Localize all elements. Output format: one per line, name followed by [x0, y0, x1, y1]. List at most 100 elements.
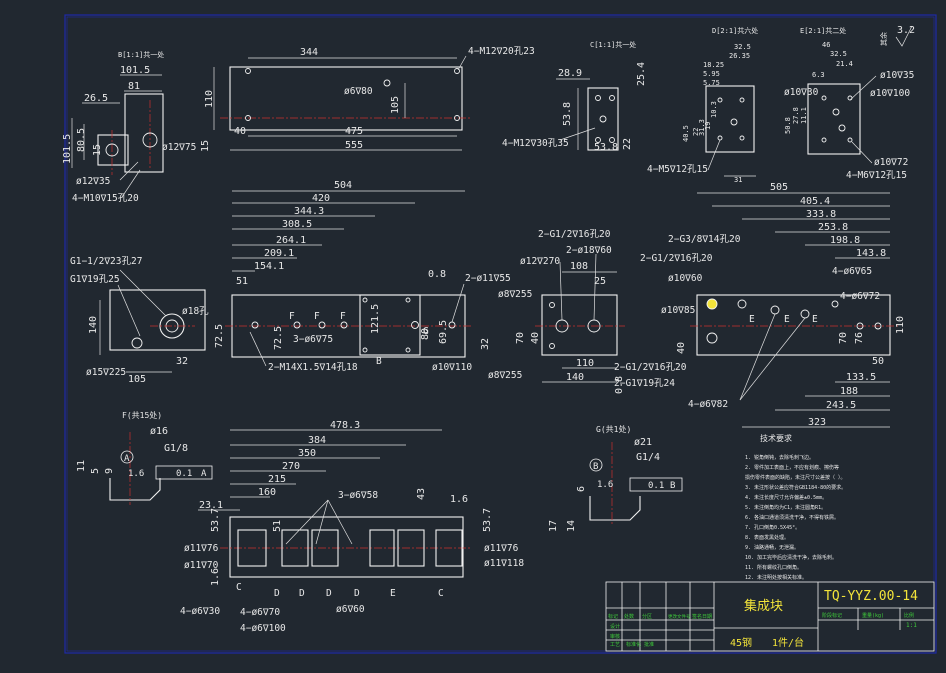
front-dim-308-5: 308.5	[282, 219, 312, 230]
front-hole-18: ø18孔	[182, 306, 209, 317]
title-header-stage: 阶段标记	[822, 612, 842, 619]
note-line-6: 5. 未注倒角均为C1，未注圆角R1。	[745, 504, 826, 511]
note-line-10: 9. 油路通畅，无泄漏。	[745, 544, 799, 551]
front-port-g1-1-2: G1−1/2∇23孔27	[70, 256, 142, 267]
front-dim-420: 420	[312, 193, 330, 204]
side-holes-2-18-60: 2−ø18∇60	[566, 245, 612, 256]
e-dim-6-3: 6.3	[812, 71, 825, 79]
view-d: D[2:1]共六处 32.5 26.35 18.25 5.95 5.75 40.…	[647, 26, 758, 184]
right-holes-4-6-82: 4−ø6∇82	[688, 399, 728, 410]
note-line-8: 7. 孔口倒角0.5X45°。	[745, 524, 800, 531]
title-row-standard: 标准化	[626, 641, 641, 648]
d-dim-10-3: 10.3	[710, 101, 718, 118]
f-dim-g1-8: G1/8	[164, 443, 188, 454]
sheet-border	[64, 14, 937, 654]
f-dim-1-6: 1.6	[128, 469, 144, 479]
bottom-label-d-2: D	[299, 588, 305, 599]
f-tol-value: 0.1	[176, 469, 192, 479]
g-dim-21: ø21	[634, 437, 652, 448]
right-dim-133-5: 133.5	[846, 372, 876, 383]
bottom-dim-1-6-l: 1.6	[210, 568, 221, 586]
bottom-dim-384: 384	[308, 435, 326, 446]
e-dim-21-4: 21.4	[836, 60, 853, 68]
notes-heading: 技术要求	[760, 433, 792, 443]
d-dim-31-3: 31.3	[698, 119, 706, 136]
view-detail-g: G(共1处) ø21 G1/4 6 1.6 0.1 B 17 14 B	[548, 424, 683, 532]
f-datum: A	[124, 454, 130, 464]
top-dim-15: 15	[200, 140, 211, 152]
bottom-holes-4-6-70: 4−ø6∇70	[240, 607, 280, 618]
roughness-value: 3.2	[897, 25, 915, 36]
note-line-5: 4. 未注长度尺寸允许偏差±0.5mm。	[745, 494, 827, 501]
f-dim-16: ø16	[150, 426, 168, 437]
f-datum-ref: A	[201, 469, 207, 479]
view-e: E[2:1]共二处 46 32.5 21.4 6.3 50.8 27.8 11.…	[784, 26, 914, 181]
front-hole-15-225: ø15∇225	[86, 367, 126, 378]
bottom-dim-478-3: 478.3	[330, 420, 360, 431]
front-port-g1: G1∇19孔25	[70, 274, 120, 285]
right-dim-188: 188	[840, 386, 858, 397]
g-dim-1-6: 1.6	[597, 480, 613, 490]
d-dim-5-95: 5.95	[703, 70, 720, 78]
right-dim-323: 323	[808, 417, 826, 428]
bottom-dim-51: 51	[272, 520, 283, 532]
bottom-dim-270: 270	[282, 461, 300, 472]
side-dim-40: 40	[530, 332, 541, 344]
front-dim-504: 504	[334, 180, 352, 191]
right-dim-405-4: 405.4	[800, 196, 830, 207]
e-thread: 4−M6∇12孔15	[846, 170, 907, 181]
front-dim-209-1: 209.1	[264, 248, 294, 259]
bottom-dim-1-6: 1.6	[450, 494, 468, 505]
g-datum: B	[593, 462, 598, 472]
b1-dim-101-5: 101.5	[120, 65, 150, 76]
front-thread-m14: 2−M14X1.5∇14孔18	[268, 362, 358, 373]
c-dim-28-9: 28.9	[558, 68, 582, 79]
b1-dim-80-5: 80.5	[76, 128, 87, 152]
side-dim-25: 25	[594, 276, 606, 287]
view-side: ø12∇270 2−G1/2∇16孔20 2−ø18∇60 ø8∇255 108…	[488, 229, 687, 394]
front-dim-121-5: 121.5	[370, 304, 381, 334]
title-row-process: 工艺	[610, 642, 620, 648]
c-dim-53-8-h: 53.8	[594, 142, 618, 153]
side-hole-8-255-top: ø8∇255	[498, 289, 532, 300]
e-dim-32-5: 32.5	[830, 50, 847, 58]
bottom-dim-215: 215	[268, 474, 286, 485]
front-dim-140: 140	[88, 316, 99, 334]
g-tol-value: 0.1	[648, 481, 664, 491]
b1-hole-12-35: ø12∇35	[76, 176, 110, 187]
right-label-e-2: E	[784, 314, 790, 325]
title-part-name: 集成块	[744, 598, 783, 614]
front-dim-154-1: 154.1	[254, 261, 284, 272]
note-line-12: 11. 所有螺纹孔口倒角。	[745, 564, 802, 571]
title-label-count: 处数	[624, 613, 634, 620]
note-line-4: 3. 未注形状公差应符合GB1184-80的要求。	[745, 484, 846, 491]
right-dim-333-8: 333.8	[806, 209, 836, 220]
d-dim-18-25: 18.25	[703, 61, 724, 69]
title-label-zone: 分区	[642, 613, 652, 620]
view-e-title: E[2:1]共二处	[800, 26, 846, 35]
note-line-2: 2. 零件加工表面上，不应有划痕、擦伤等	[745, 464, 839, 471]
bottom-hole-11-76-l: ø11∇76	[184, 543, 219, 554]
right-dim-253-8: 253.8	[818, 222, 848, 233]
view-c-title: C[1:1]共一处	[590, 40, 636, 49]
top-hole-6-80: ø6∇80	[344, 86, 373, 97]
top-dim-344: 344	[300, 47, 318, 58]
note-line-3: 损伤零件表面的缺陷，未注尺寸公差按（ ）。	[745, 474, 846, 481]
c-dim-25-4: 25.4	[636, 62, 647, 86]
right-dim-40: 40	[676, 342, 687, 354]
front-label-f-2: F	[314, 311, 320, 322]
view-c: C[1:1]共一处 28.9 25.4 53.8 53.8 22 4−M12∇3…	[502, 40, 647, 153]
right-dim-198-8: 198.8	[830, 235, 860, 246]
side-port-g1-2: 2−G1/2∇16孔20	[538, 229, 611, 240]
b1-dim-101-5-v: 101.5	[62, 134, 73, 164]
title-material: 45钢	[730, 636, 752, 649]
b1-dim-15: 15	[92, 144, 103, 156]
view-detail-f: F(共15处) ø16 G1/8 11 5 9 1.6 0.1 A A	[76, 410, 213, 505]
bottom-holes-3-6-58: 3−ø6∇58	[338, 490, 378, 501]
title-drawing-no: TQ-YYZ.00-14	[824, 589, 918, 604]
note-line-1: 1. 锐角倒钝，去除毛刺飞边。	[745, 454, 814, 461]
front-hole-10-110: ø10∇110	[432, 362, 472, 373]
right-dim-70: 70	[838, 332, 849, 344]
front-dim-32: 32	[176, 356, 188, 367]
title-row-design: 设计	[610, 623, 620, 630]
